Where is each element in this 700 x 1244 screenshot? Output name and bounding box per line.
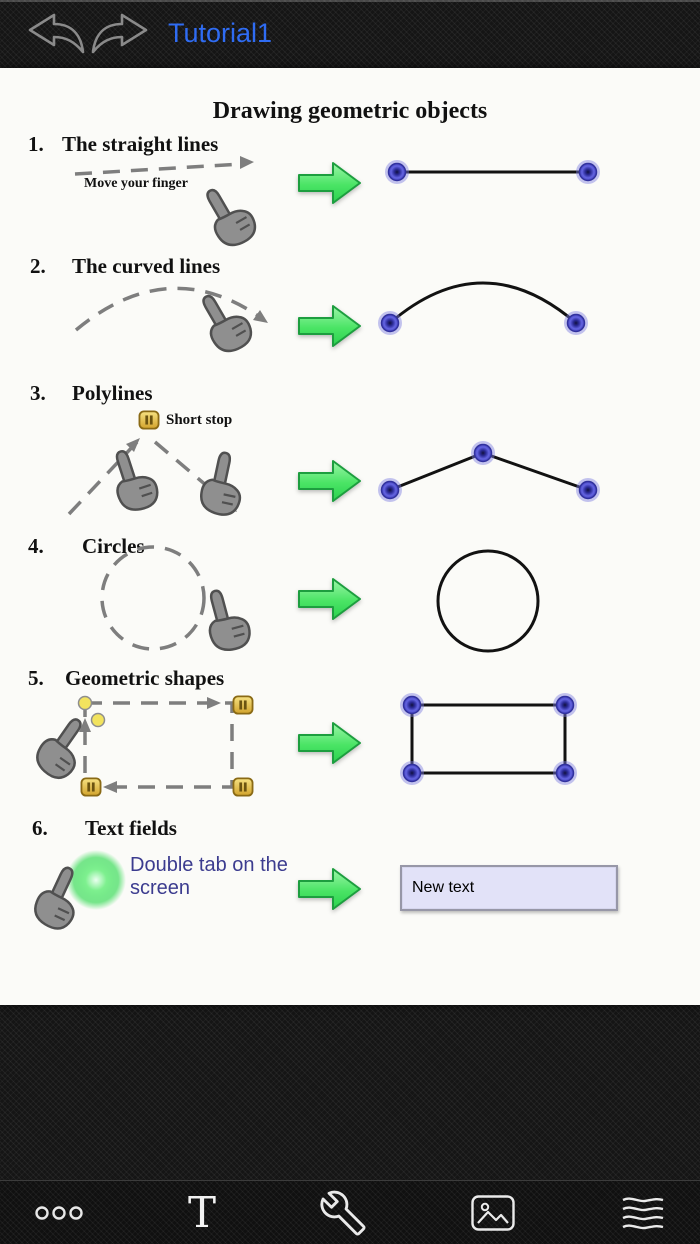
item-number: 4. xyxy=(28,534,44,558)
short-stop-annotation: Short stop xyxy=(166,412,233,428)
tutorial-canvas[interactable]: Drawing geometric objects 1. The straigh… xyxy=(0,68,700,1005)
endpoint-node xyxy=(563,310,589,336)
result-arrow-icon xyxy=(298,162,361,204)
item-heading-text-fields: 6. Text fields xyxy=(0,816,700,842)
pause-icon xyxy=(232,777,254,797)
item-heading-geometric-shapes: 5. Geometric shapes xyxy=(0,666,700,692)
endpoint-node xyxy=(377,310,403,336)
gallery-button[interactable] xyxy=(464,1188,522,1238)
circle-result xyxy=(436,549,540,653)
double-tap-gesture-illustration xyxy=(28,850,126,935)
item-heading-circles: 4. Circles xyxy=(0,534,700,560)
move-finger-annotation: Move your finger xyxy=(84,176,188,191)
tap-glow xyxy=(66,850,126,910)
item-heading-polylines: 3. Polylines xyxy=(0,381,700,407)
item-label: The straight lines xyxy=(62,132,219,156)
item-label: Text fields xyxy=(85,816,177,840)
text-field-result[interactable]: New text xyxy=(400,865,618,911)
vertex-node xyxy=(377,477,403,503)
document-title[interactable]: Tutorial1 xyxy=(168,18,273,48)
item-number: 5. xyxy=(28,666,44,690)
finger-icon xyxy=(195,177,263,253)
top-navigation-bar: Tutorial1 xyxy=(0,0,700,68)
text-field-value: New text xyxy=(412,879,475,896)
circle-gesture-illustration xyxy=(100,545,255,656)
result-arrow-icon xyxy=(298,578,361,620)
curved-line-result xyxy=(377,281,589,336)
item-label: Geometric shapes xyxy=(65,666,225,690)
endpoint-node xyxy=(575,159,601,185)
more-options-icon xyxy=(35,1205,83,1220)
vertex-node xyxy=(575,477,601,503)
finger-icon xyxy=(29,710,99,786)
bottom-toolbar: T xyxy=(0,1180,700,1244)
polyline-gesture-illustration xyxy=(67,438,250,519)
corner-node xyxy=(552,692,578,718)
item-number: 2. xyxy=(30,254,46,278)
straight-line-gesture-illustration xyxy=(74,156,263,253)
polyline-result xyxy=(377,440,601,503)
item-heading-straight-lines: 1. The straight lines xyxy=(0,132,700,158)
finger-icon xyxy=(196,448,250,519)
corner-node xyxy=(399,760,425,786)
redo-icon[interactable] xyxy=(88,13,158,55)
curved-line-gesture-illustration xyxy=(74,283,268,359)
result-arrow-icon xyxy=(298,460,361,502)
text-tool-button[interactable]: T xyxy=(182,1186,222,1240)
finger-icon xyxy=(198,583,255,656)
layers-button[interactable] xyxy=(614,1189,672,1237)
pause-icon xyxy=(232,695,254,715)
touch-point xyxy=(77,695,93,711)
item-number: 6. xyxy=(32,816,48,840)
item-heading-curved-lines: 2. The curved lines xyxy=(0,254,700,280)
text-tool-icon: T xyxy=(187,1187,216,1237)
page-title: Drawing geometric objects xyxy=(212,98,488,125)
item-label: The curved lines xyxy=(72,254,221,278)
more-options-button[interactable] xyxy=(28,1198,90,1228)
endpoint-node xyxy=(384,159,410,185)
vertex-node xyxy=(470,440,496,466)
item-label: Circles xyxy=(82,534,145,558)
wrench-icon xyxy=(320,1190,366,1236)
rectangle-result xyxy=(399,692,578,786)
layers-icon xyxy=(622,1196,664,1229)
finger-icon xyxy=(191,283,259,359)
touch-point xyxy=(90,712,106,728)
corner-node xyxy=(552,760,578,786)
result-arrow-icon xyxy=(298,868,361,910)
rectangle-gesture-illustration xyxy=(29,695,254,797)
undo-icon[interactable] xyxy=(18,13,88,55)
pause-icon xyxy=(80,777,102,797)
pause-icon xyxy=(138,410,160,430)
item-number: 1. xyxy=(28,132,44,156)
straight-line-result xyxy=(384,159,601,185)
result-arrow-icon xyxy=(298,305,361,347)
finger-icon xyxy=(104,443,163,516)
result-arrow-icon xyxy=(298,722,361,764)
item-number: 3. xyxy=(30,381,46,405)
double-tap-annotation: Double tab on the screen xyxy=(130,854,288,899)
wrench-tool-button[interactable] xyxy=(314,1184,372,1242)
gallery-icon xyxy=(471,1194,515,1231)
item-label: Polylines xyxy=(72,381,153,405)
corner-node xyxy=(399,692,425,718)
